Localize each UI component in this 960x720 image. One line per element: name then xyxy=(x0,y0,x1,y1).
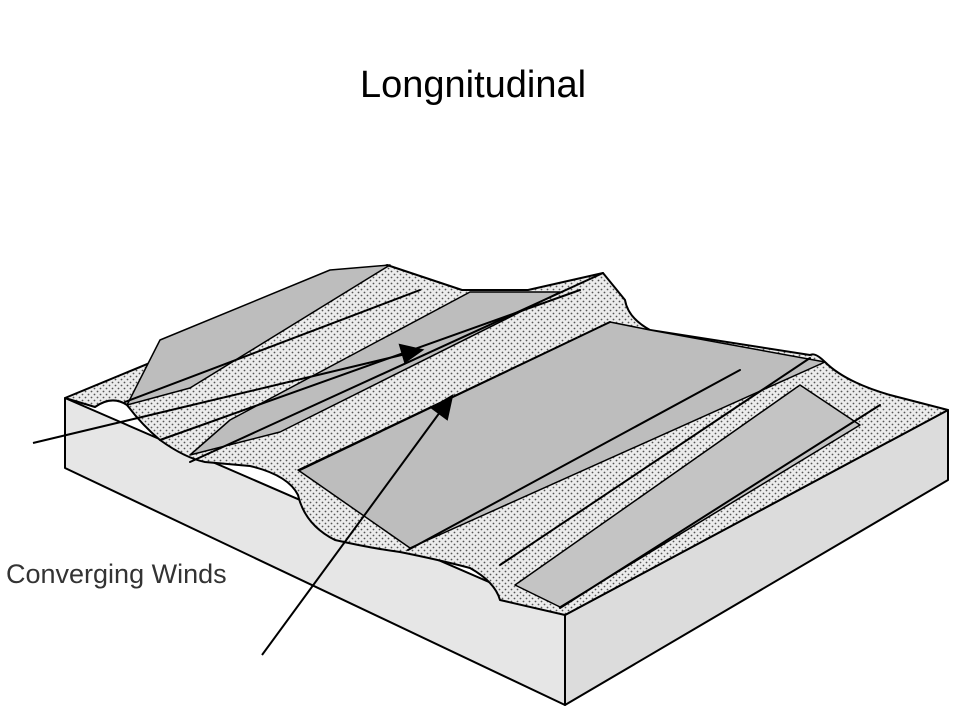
trough-right xyxy=(514,384,861,608)
crest-line xyxy=(124,289,421,403)
arrowhead-icon xyxy=(430,393,454,421)
arrowhead-icon xyxy=(398,343,425,364)
trough-left xyxy=(126,264,391,406)
trough-upper xyxy=(189,291,561,456)
crest-line xyxy=(407,369,741,551)
crest-line xyxy=(499,357,811,566)
crest-line xyxy=(189,272,604,463)
wind-arrow-bottom xyxy=(261,393,454,656)
slide-title: Longnitudinal xyxy=(359,64,587,106)
crest-line xyxy=(559,404,881,609)
crest-line xyxy=(299,321,611,471)
converging-winds-label: Converging Winds xyxy=(6,559,227,589)
wind-arrow-left xyxy=(32,343,425,444)
dune-crest-lines xyxy=(124,272,881,609)
